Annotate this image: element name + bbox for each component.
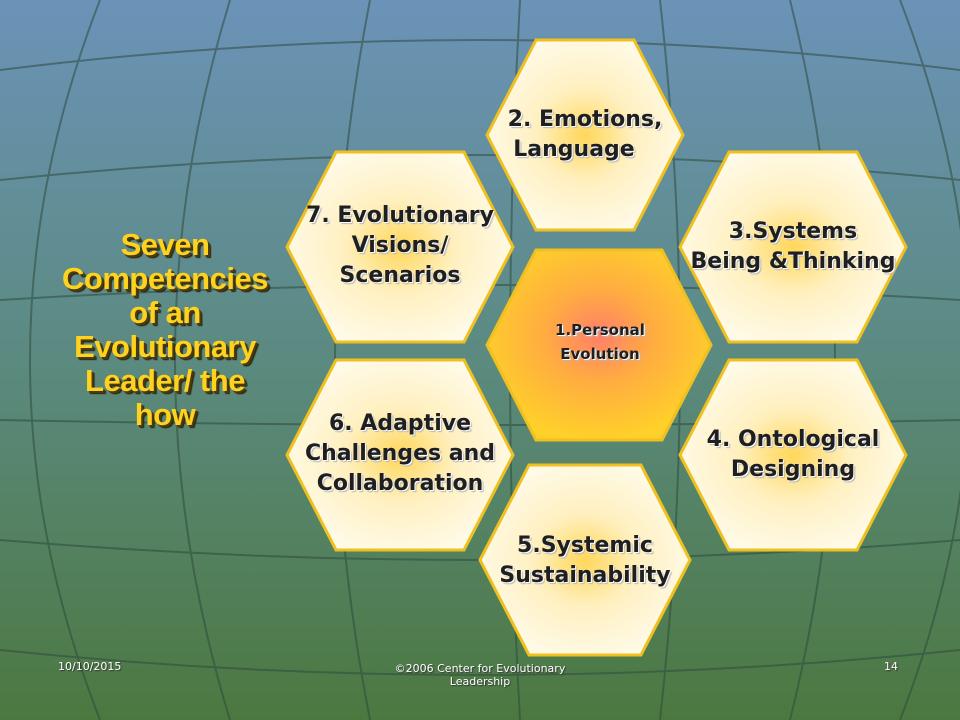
- hex-label-line: 2. Emotions,: [507, 107, 663, 132]
- hexagon-top: [485, 38, 685, 232]
- hex-label-line: Designing: [730, 457, 856, 482]
- footer-copyright-line: Leadership: [449, 675, 511, 688]
- hex-label-line: 7. Evolutionary: [306, 203, 494, 228]
- title-line: how: [134, 397, 196, 432]
- footer-copyright: ©2006 Center for Evolutionary Leadership: [370, 662, 590, 688]
- hex-label-bottom: 5.Systemic Sustainability: [485, 531, 685, 591]
- hex-label-upper-right: 3.Systems Being &Thinking: [688, 217, 898, 277]
- hexagon-upper-left: [285, 150, 515, 344]
- hex-label-line: Language: [513, 137, 635, 162]
- hex-label-line: Being &Thinking: [690, 249, 896, 274]
- hex-label-line: Sustainability: [499, 563, 671, 588]
- title-line: Competencies: [62, 261, 268, 296]
- hex-label-line: Challenges and: [305, 441, 495, 466]
- hexagon-lower-right: [678, 358, 908, 552]
- footer-copyright-line: ©2006 Center for Evolutionary: [394, 662, 566, 675]
- hex-label-line: 5.Systemic: [517, 533, 653, 558]
- hex-label-line: Evolution: [560, 345, 640, 363]
- title-line: Seven: [120, 227, 210, 262]
- hexagon-upper-right: [678, 150, 908, 344]
- title-line: Evolutionary: [74, 329, 256, 364]
- hex-label-line: Scenarios: [339, 263, 461, 288]
- hexagon-lower-left: [285, 358, 515, 552]
- page-number: 14: [884, 660, 898, 673]
- hex-label-lower-right: 4. Ontological Designing: [688, 425, 898, 485]
- hex-label-line: 3.Systems: [728, 219, 858, 244]
- footer-date: 10/10/2015: [58, 660, 122, 673]
- title-line: of an: [129, 295, 201, 330]
- hex-label-line: Collaboration: [316, 471, 484, 496]
- hexagon-bottom: [478, 463, 692, 657]
- hex-label-line: 6. Adaptive: [328, 411, 471, 436]
- slide-title: Seven Competencies of an Evolutionary Le…: [40, 228, 290, 432]
- hex-label-upper-left: 7. Evolutionary Visions/ Scenarios: [290, 201, 510, 291]
- hex-label-top: 2. Emotions, Language: [485, 105, 685, 165]
- hex-label-line: Visions/: [351, 233, 449, 258]
- hex-label-lower-left: 6. Adaptive Challenges and Collaboration: [290, 409, 510, 499]
- hexagon-center: [485, 248, 713, 442]
- hex-label-center: 1.Personal Evolution: [500, 318, 700, 366]
- hex-label-line: 1.Personal: [555, 321, 645, 339]
- title-line: Leader/ the: [85, 363, 245, 398]
- hex-label-line: 4. Ontological: [706, 427, 880, 452]
